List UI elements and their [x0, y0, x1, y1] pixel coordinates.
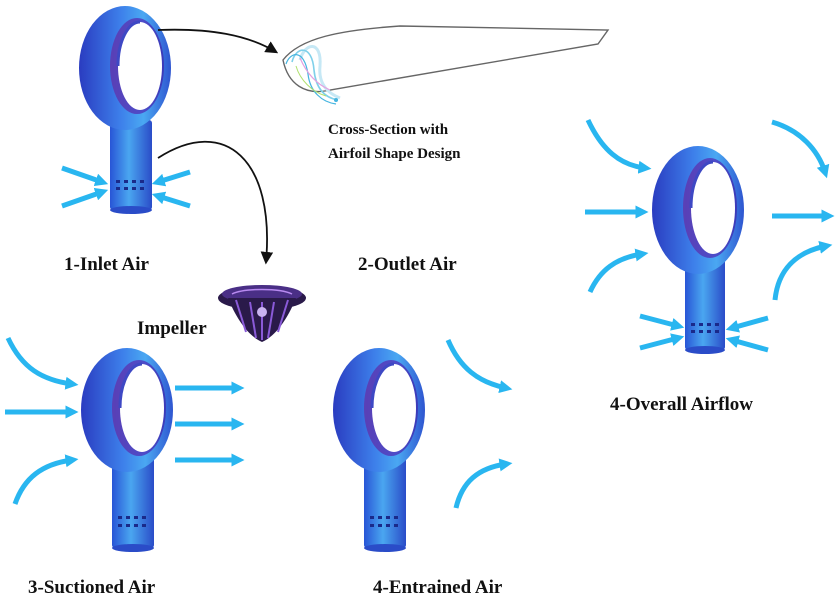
impeller-label: Impeller [137, 318, 207, 339]
inlet-label: 1-Inlet Air [64, 254, 150, 275]
fan-stem-base [685, 346, 725, 354]
connector-arrow-cross-section [157, 28, 279, 54]
fan-ring-hole [118, 22, 162, 110]
fan-overall [652, 146, 744, 354]
fan-stem [112, 450, 154, 548]
connector-arrow-impeller [157, 140, 274, 265]
fan-entrained [333, 348, 425, 552]
fan-ring-hole [691, 162, 735, 254]
fan-ring-lip [118, 362, 143, 409]
fan-stem-base [112, 544, 154, 552]
outlet-label: 2-Outlet Air [358, 254, 457, 275]
airfoil-cross-section-icon [282, 25, 610, 105]
fan-stem-base [364, 544, 406, 552]
fan-vents [370, 516, 398, 527]
fan-ring-lip [689, 160, 714, 209]
overall-arrows [585, 118, 835, 353]
fan-vents [118, 516, 146, 527]
inlet-arrows [61, 165, 191, 209]
cross-section-label-line1: Cross-Section with [328, 122, 449, 138]
overall-label: 4-Overall Airflow [610, 394, 753, 415]
fan-stem [364, 450, 406, 548]
entrained-label: 4-Entrained Air [373, 577, 503, 598]
fan-ring-hole [120, 364, 164, 452]
fan-ring-lip [116, 20, 141, 67]
fan-vents [691, 323, 719, 333]
suctioned-arrows [5, 336, 245, 505]
entrained-arrows [445, 339, 513, 509]
fan-ring-hole [372, 364, 416, 452]
fan-ring-lip [370, 362, 395, 409]
suctioned-label: 3-Suctioned Air [28, 577, 156, 598]
fan-stem-base [110, 206, 152, 214]
fan-inlet [79, 6, 171, 214]
fan-vents [116, 180, 144, 190]
fan-suctioned [81, 348, 173, 552]
fan-stem [110, 120, 152, 210]
impeller-icon [218, 285, 306, 342]
cross-section-label-line2: Airfoil Shape Design [328, 146, 461, 162]
